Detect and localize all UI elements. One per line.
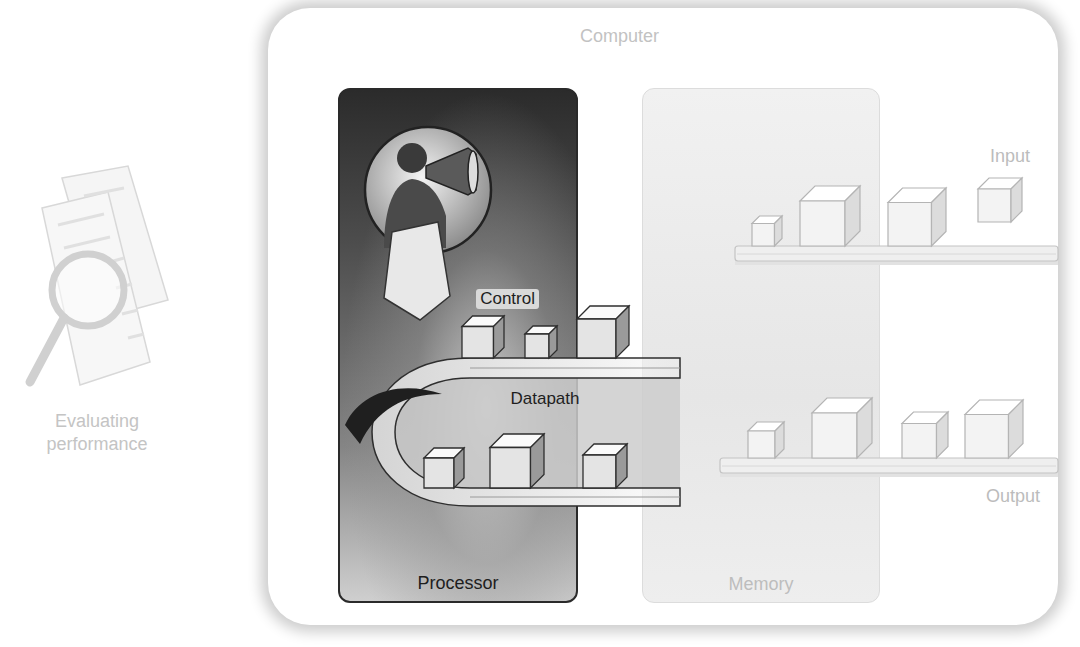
evaluation-icon — [30, 166, 168, 385]
paper-sheet — [42, 192, 150, 385]
node-label: Output — [986, 486, 1040, 508]
data-cubes — [424, 306, 629, 488]
datapath-tube — [372, 358, 680, 506]
tube-rail — [470, 368, 680, 369]
paper-sheet — [384, 222, 450, 320]
node-label: Input — [990, 146, 1030, 168]
input-band: Input — [730, 140, 1062, 266]
datapath-band: Datapath — [480, 386, 610, 412]
paper-sheet — [62, 166, 168, 318]
paper-lines — [58, 188, 144, 338]
megaphone — [426, 148, 476, 195]
computer-box: ComputerProcessor ControlDatapathMemory — [268, 8, 1058, 625]
output-band: Output — [718, 395, 1062, 513]
figure-caption: Evaluating performance — [20, 410, 174, 455]
figure-caption-holder: Evaluating performance — [20, 410, 174, 455]
node-label: Computer — [580, 26, 659, 48]
control-circle — [365, 127, 491, 253]
person-body — [384, 179, 446, 248]
input-conveyor — [735, 178, 1058, 265]
magnifier-handle — [30, 318, 64, 382]
tube-rail — [470, 497, 680, 498]
node-label: Processor — [417, 573, 498, 595]
datapath-ground — [395, 378, 680, 488]
control-figure — [365, 127, 491, 320]
memory-box: Memory — [642, 88, 880, 603]
output-conveyor — [720, 398, 1058, 477]
megaphone-mouth — [468, 151, 478, 193]
node-label: Datapath — [511, 389, 580, 409]
node-label: Control — [476, 289, 539, 309]
swoosh — [345, 388, 442, 444]
magnifier-lens — [52, 254, 124, 326]
processor-box: Processor ControlDatapath — [338, 88, 578, 603]
person-head — [397, 143, 427, 173]
node-label: Memory — [728, 574, 793, 596]
control-unit: Control — [367, 124, 547, 316]
